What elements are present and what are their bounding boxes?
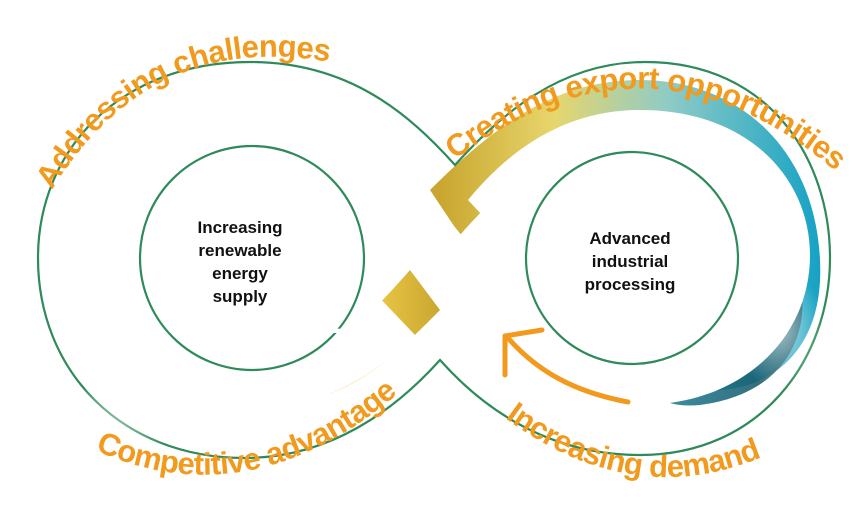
- arrow-up-right-icon: [233, 327, 361, 405]
- right-center-line-3: processing: [585, 275, 676, 294]
- right-ribbon-fade: [735, 270, 825, 390]
- label-increasing-demand: Increasing demand: [501, 395, 764, 484]
- left-center-text: Increasing renewable energy supply: [197, 218, 282, 306]
- right-center-text: Advanced industrial processing: [585, 229, 676, 294]
- right-center-line-2: industrial: [592, 252, 669, 271]
- right-center-circle: [524, 150, 740, 366]
- right-center-line-1: Advanced: [589, 229, 670, 248]
- arrow-up-left-icon: [502, 327, 631, 405]
- left-ribbon-fade: [80, 355, 220, 445]
- left-center-line-4: supply: [213, 287, 268, 306]
- left-center-line-2: renewable: [198, 241, 281, 260]
- left-center-circle: [138, 144, 366, 372]
- infinity-outline-outer: [36, 60, 832, 460]
- left-center-line-1: Increasing: [197, 218, 282, 237]
- left-center-line-3: energy: [212, 264, 268, 283]
- infinity-ribbon: [88, 110, 810, 410]
